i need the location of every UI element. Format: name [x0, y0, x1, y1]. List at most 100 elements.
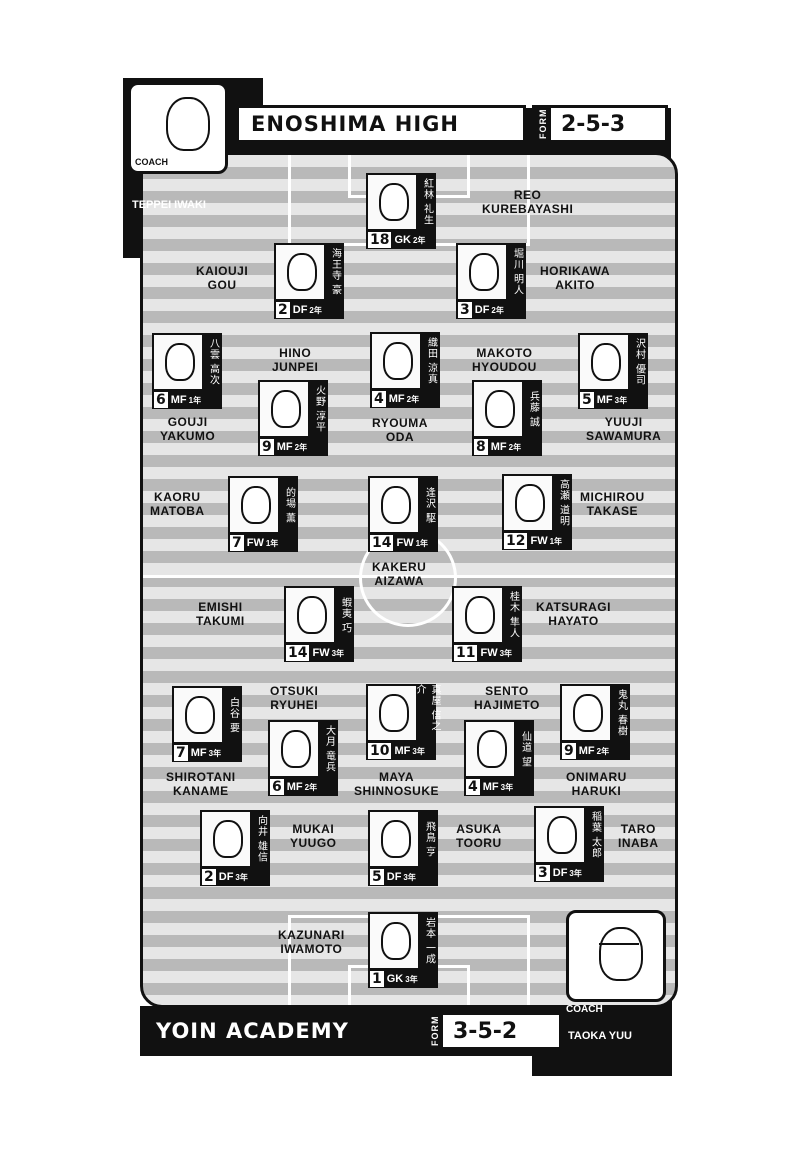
player-number: 9	[562, 743, 576, 759]
player-year: 3年	[403, 872, 416, 882]
player-position: MF	[490, 441, 507, 453]
player-portrait-icon	[152, 333, 204, 391]
player-year: 1年	[265, 538, 279, 548]
player-name-label: KAORU MATOBA	[150, 490, 205, 518]
head-icon	[241, 486, 271, 524]
head-icon	[381, 486, 411, 524]
player-portrait-icon	[370, 332, 422, 390]
player-number: 6	[154, 392, 168, 408]
top-coach-label: COACH	[135, 157, 168, 167]
player-kanji-name: 的場 薫	[280, 476, 298, 534]
player-number: 2	[202, 869, 216, 885]
top-form-label: FORM	[535, 108, 551, 140]
player-portrait-icon	[268, 720, 320, 778]
player-position: DF	[386, 871, 402, 883]
player-number: 18	[368, 232, 392, 248]
player-position: GK	[394, 234, 411, 246]
player-portrait-icon	[464, 720, 516, 778]
player-position: FW	[312, 647, 330, 659]
head-icon	[573, 694, 603, 732]
bottom-coach-label: COACH	[566, 1004, 603, 1015]
player-portrait-icon	[274, 243, 326, 301]
player-year: 2年	[508, 442, 522, 452]
head-icon	[213, 820, 243, 858]
player-kanji-name: 仙道 望	[516, 720, 534, 778]
player-name-label: KAIOUJI GOU	[196, 264, 249, 292]
top-formation: 2-5-3	[561, 111, 626, 137]
head-icon	[281, 730, 311, 768]
player-name-label: KATSURAGI HAYATO	[536, 600, 611, 628]
head-icon	[515, 484, 545, 522]
player-position: FW	[480, 647, 498, 659]
player-number: 5	[580, 392, 594, 408]
player-kanji-name: 逢沢 駆	[420, 476, 438, 534]
player-portrait-icon	[368, 476, 420, 534]
player-name-label: SENTO HAJIMETO	[474, 684, 540, 712]
player-name-label: OTSUKI RYUHEI	[270, 684, 319, 712]
coach-face-icon	[166, 97, 210, 151]
player-year: 3年	[208, 748, 222, 758]
player-year: 3年	[412, 746, 425, 756]
player-number: 7	[174, 745, 188, 761]
player-position: MF	[596, 394, 613, 406]
player-portrait-icon	[228, 476, 280, 534]
player-year: 3年	[331, 648, 345, 658]
player-name-label: SHIROTANI KANAME	[166, 770, 236, 798]
head-icon	[477, 730, 507, 768]
player-name-label: REO KUREBAYASHI	[482, 188, 574, 216]
player-name-label: HORIKAWA AKITO	[540, 264, 610, 292]
player-portrait-icon	[366, 684, 418, 742]
player-year: 1年	[188, 395, 202, 405]
head-icon	[165, 343, 195, 381]
player-position: DF	[218, 871, 234, 883]
player-position: MF	[190, 747, 207, 759]
player-kanji-name: 八雲 高次	[204, 333, 222, 391]
coach-face-icon	[599, 927, 643, 981]
player-name-label: RYOUMA ODA	[372, 416, 428, 444]
player-year: 2年	[294, 442, 308, 452]
player-year: 2年	[406, 394, 420, 404]
top-team-banner: ENOSHIMA HIGH	[236, 105, 526, 143]
player-portrait-icon	[456, 243, 508, 301]
player-number: 5	[370, 869, 384, 885]
player-number: 2	[276, 302, 290, 318]
player-portrait-icon	[502, 474, 554, 532]
player-kanji-name: 向井 雄信	[252, 810, 270, 868]
bottom-form-label: FORM	[427, 1015, 443, 1047]
bottom-formation-box: FORM 3-5-2	[424, 1012, 562, 1050]
head-icon	[465, 596, 495, 634]
player-portrait-icon	[534, 806, 586, 864]
player-year: 3年	[614, 395, 628, 405]
player-name-label: YUUJI SAWAMURA	[586, 415, 662, 443]
player-kanji-name: 稲葉 太郎	[586, 806, 604, 864]
player-kanji-name: 織田 涼真	[422, 332, 440, 390]
player-year: 1年	[549, 536, 563, 546]
head-icon	[287, 253, 317, 291]
player-year: 1年	[415, 538, 429, 548]
player-portrait-icon	[560, 684, 612, 742]
player-name-label: KAZUNARI IWAMOTO	[278, 928, 345, 956]
player-position: DF	[474, 304, 490, 316]
player-kanji-name: 飛鳥 亨	[420, 810, 438, 868]
player-year: 2年	[309, 305, 322, 315]
